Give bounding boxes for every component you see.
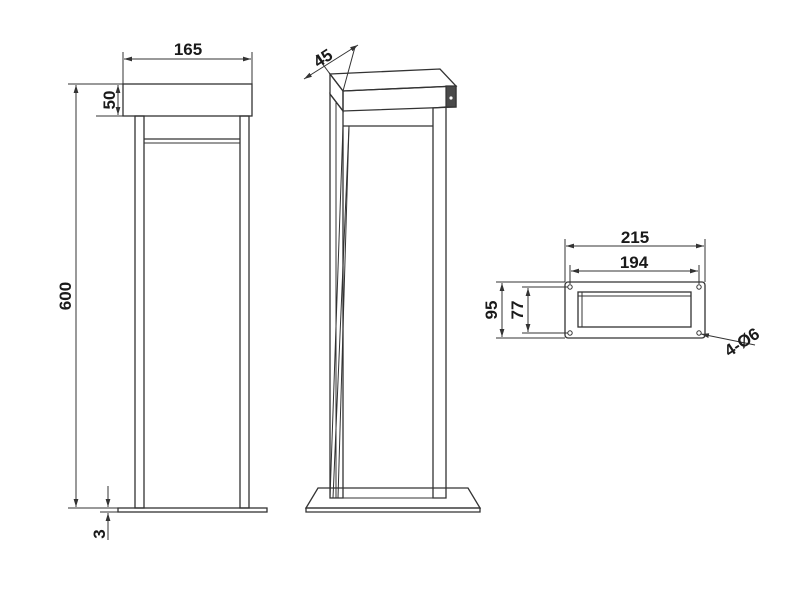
holes-label: 4-Ø6 xyxy=(721,324,763,361)
depth-dimension-label: 45 xyxy=(310,45,336,71)
mounting-hole xyxy=(696,330,702,336)
front-base-plate xyxy=(117,507,268,513)
holes-leader-line xyxy=(700,333,756,346)
mounting-hole xyxy=(696,284,702,290)
width-dimension-label: 165 xyxy=(174,40,202,59)
front-left-post xyxy=(134,115,145,509)
plate-outline xyxy=(564,281,706,339)
front-head xyxy=(122,83,253,117)
plate-slot xyxy=(577,291,692,328)
front-right-post xyxy=(239,115,250,509)
plate-depth-label: 95 xyxy=(482,301,501,320)
side-view: 45 xyxy=(303,44,482,513)
head-height-label: 50 xyxy=(100,91,119,110)
mounting-hole xyxy=(567,284,573,290)
plate-width-label: 215 xyxy=(621,228,649,247)
base-plate-plan: 215 194 95 77 4-Ø6 xyxy=(482,228,763,361)
side-head-top xyxy=(328,68,458,92)
total-height-label: 600 xyxy=(56,282,75,310)
hole-depth-label: 77 xyxy=(508,301,527,320)
mounting-hole xyxy=(567,330,573,336)
base-thickness-label: 3 xyxy=(90,529,109,538)
hole-spacing-label: 194 xyxy=(620,253,649,272)
side-right-post xyxy=(432,106,447,499)
front-view: 165 50 600 3 xyxy=(56,40,268,540)
depth-dimension-line xyxy=(303,44,359,80)
